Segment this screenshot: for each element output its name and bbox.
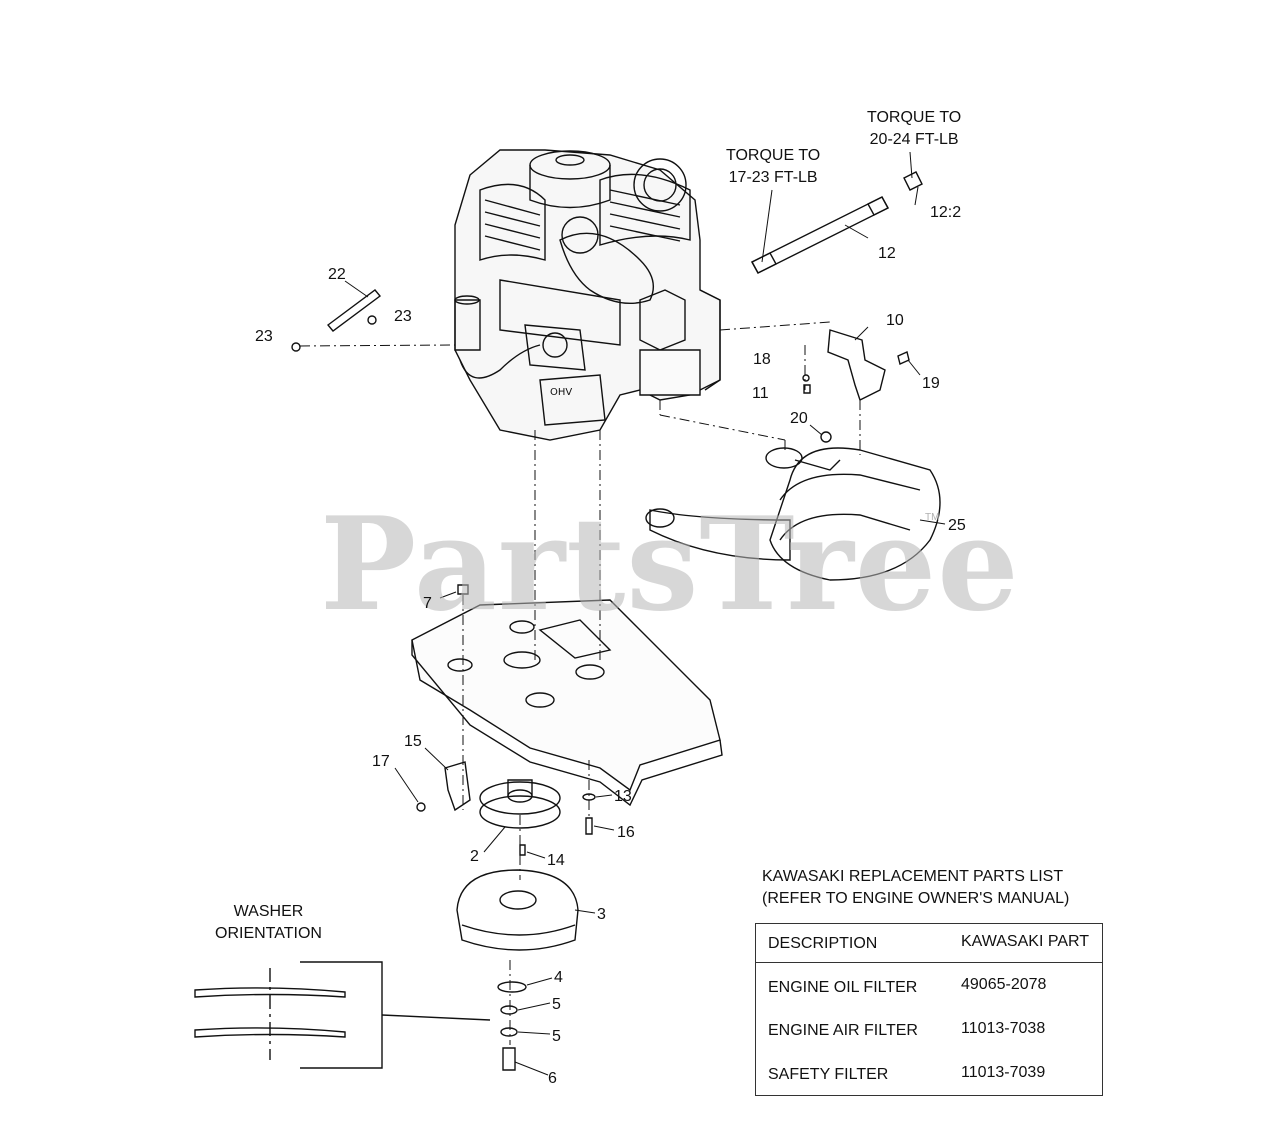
trademark-symbol: TM — [925, 512, 940, 523]
callout-11: 11 — [752, 385, 769, 402]
row-2-description: ENGINE AIR FILTER — [768, 1022, 918, 1039]
bolt-7-drawing — [457, 584, 469, 595]
washer-5b-drawing — [500, 1027, 518, 1037]
parts-tree-watermark: PartsTree — [320, 490, 1020, 640]
callout-3: 3 — [597, 906, 606, 923]
washer-orientation-figure — [194, 961, 491, 1069]
callout-6: 6 — [548, 1070, 557, 1087]
nut-23b-drawing — [367, 315, 377, 325]
torque-note-20-24: TORQUE TO 20-24 FT-LB — [867, 107, 961, 151]
callout-20: 20 — [790, 410, 808, 427]
parts-list-title: KAWASAKI REPLACEMENT PARTS LIST (REFER T… — [762, 866, 1069, 910]
callout-17: 17 — [372, 753, 390, 770]
washer-title-line2: ORIENTATION — [215, 925, 322, 942]
torque-note-line1: TORQUE TO — [867, 109, 962, 126]
nut-23a-drawing — [291, 342, 301, 352]
callout-7: 7 — [423, 595, 432, 612]
row-2-part: 11013-7038 — [961, 1020, 1046, 1037]
washer-title-line1: WASHER — [233, 903, 304, 920]
clutch-bracket-drawing — [444, 761, 471, 812]
engine-drawing: OHV — [454, 149, 721, 441]
callout-5-upper: 5 — [552, 996, 561, 1013]
parts-list-title-line2: (REFER TO ENGINE OWNER'S MANUAL) — [762, 890, 1070, 907]
callout-23-right: 23 — [394, 308, 412, 325]
callout-22: 22 — [328, 266, 346, 283]
parts-list-title-line1: KAWASAKI REPLACEMENT PARTS LIST — [762, 868, 1064, 885]
bolt-11-drawing — [803, 384, 811, 394]
torque-note-line1: TORQUE TO — [726, 147, 821, 164]
parts-list-table: DESCRIPTION KAWASAKI PART ENGINE OIL FIL… — [755, 923, 1103, 1096]
nut-20-drawing — [820, 431, 832, 443]
pipe-drawing — [751, 171, 923, 274]
callout-16: 16 — [617, 824, 635, 841]
row-3-description: SAFETY FILTER — [768, 1066, 889, 1083]
mounting-plate-drawing — [411, 599, 723, 807]
callout-19: 19 — [922, 375, 940, 392]
muffler-drawing — [645, 447, 941, 581]
torque-note-line2: 20-24 FT-LB — [869, 131, 959, 148]
callout-25: 25 — [948, 517, 966, 534]
torque-note-line2: 17-23 FT-LB — [728, 169, 818, 186]
row-1-description: ENGINE OIL FILTER — [768, 979, 918, 996]
washer-18-drawing — [802, 374, 810, 382]
callout-5-lower: 5 — [552, 1028, 561, 1045]
callout-13: 13 — [614, 788, 632, 805]
bolt-6-drawing — [502, 1047, 516, 1071]
callout-4: 4 — [554, 969, 563, 986]
callout-2: 2 — [470, 848, 479, 865]
row-3-part: 11013-7039 — [961, 1064, 1046, 1081]
column-header-kawasaki-part: KAWASAKI PART — [961, 933, 1090, 950]
washer-5-drawing — [500, 1005, 518, 1015]
bolt-16-drawing — [585, 817, 593, 835]
table-header-divider — [756, 962, 1102, 963]
callout-15: 15 — [404, 733, 422, 750]
bracket-drawing — [827, 329, 886, 401]
callout-12-2: 12:2 — [930, 204, 962, 221]
key-14-drawing — [519, 844, 526, 856]
column-header-description: DESCRIPTION — [768, 935, 878, 952]
callout-10: 10 — [886, 312, 904, 329]
callout-18: 18 — [753, 351, 771, 368]
callout-12: 12 — [878, 245, 896, 262]
torque-note-17-23: TORQUE TO 17-23 FT-LB — [726, 145, 820, 189]
callout-23-left: 23 — [255, 328, 273, 345]
pulley-drawing — [479, 779, 561, 829]
callout-14: 14 — [547, 852, 565, 869]
row-1-part: 49065-2078 — [961, 976, 1047, 993]
hose-22-drawing — [326, 289, 382, 332]
washer-orientation-title: WASHER ORIENTATION — [215, 901, 322, 945]
nut-17-drawing — [416, 802, 426, 812]
clutch-drawing — [456, 869, 579, 951]
svg-text:OHV: OHV — [550, 387, 572, 398]
washer-4-drawing — [497, 981, 527, 993]
bolt-19-drawing — [897, 351, 910, 365]
